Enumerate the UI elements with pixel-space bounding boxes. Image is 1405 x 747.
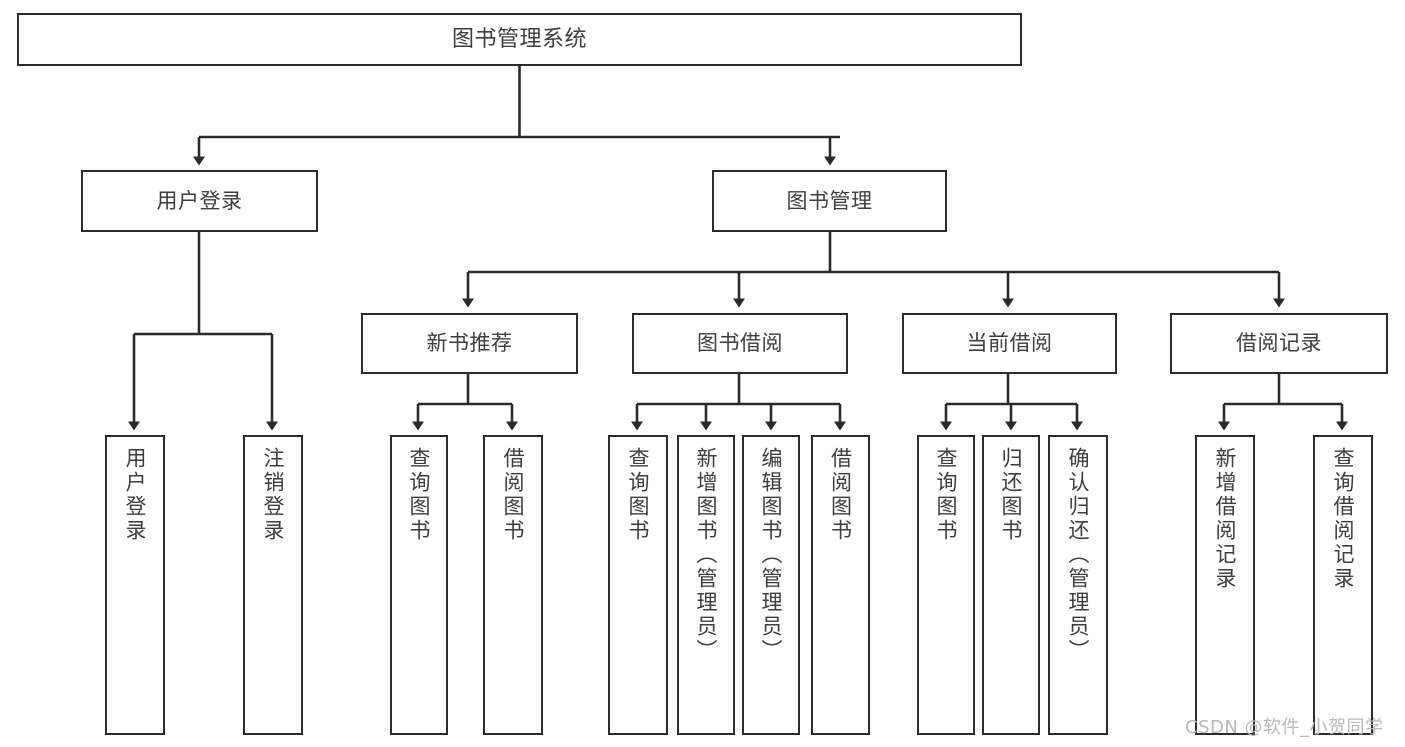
- node-label: 查询借阅记录: [1331, 447, 1356, 591]
- node-book-management[interactable]: 图书管理: [712, 170, 947, 232]
- node-label: 查询图书: [626, 447, 651, 543]
- leaf-bb-add-book-admin[interactable]: 新增图书（管理员）: [677, 435, 735, 735]
- node-label: 用户登录: [156, 188, 243, 213]
- node-label: 注销登录: [261, 447, 286, 543]
- node-label: 确认归还（管理员）: [1066, 447, 1091, 663]
- leaf-bb-edit-book-admin[interactable]: 编辑图书（管理员）: [742, 435, 800, 735]
- leaf-nb-query-book[interactable]: 查询图书: [390, 435, 448, 735]
- leaf-user-login[interactable]: 用户登录: [105, 435, 165, 735]
- node-label: 借阅图书: [501, 447, 526, 543]
- leaf-logout[interactable]: 注销登录: [243, 435, 303, 735]
- node-label: 新书推荐: [426, 331, 513, 356]
- node-borrow-record[interactable]: 借阅记录: [1170, 313, 1388, 374]
- node-label: 图书管理系统: [451, 26, 587, 52]
- node-root-system[interactable]: 图书管理系统: [17, 13, 1022, 66]
- node-label: 借阅记录: [1236, 331, 1322, 356]
- leaf-br-add-record[interactable]: 新增借阅记录: [1195, 435, 1255, 735]
- node-label: 用户登录: [123, 447, 148, 543]
- node-label: 归还图书: [999, 447, 1024, 543]
- leaf-nb-borrow-book[interactable]: 借阅图书: [483, 435, 543, 735]
- leaf-cb-return-book[interactable]: 归还图书: [982, 435, 1040, 735]
- node-label: 图书借阅: [697, 331, 783, 356]
- node-current-borrow[interactable]: 当前借阅: [902, 313, 1117, 374]
- node-label: 新增图书（管理员）: [694, 447, 719, 663]
- node-new-book-recommend[interactable]: 新书推荐: [361, 313, 578, 374]
- leaf-cb-confirm-return-admin[interactable]: 确认归还（管理员）: [1048, 435, 1108, 735]
- leaf-br-query-record[interactable]: 查询借阅记录: [1313, 435, 1373, 735]
- node-label: 图书管理: [786, 188, 873, 213]
- node-book-borrow[interactable]: 图书借阅: [632, 313, 848, 374]
- node-label: 借阅图书: [828, 447, 853, 543]
- leaf-cb-query-book[interactable]: 查询图书: [917, 435, 975, 735]
- node-label: 新增借阅记录: [1213, 447, 1238, 591]
- node-label: 查询图书: [407, 447, 432, 543]
- node-label: 当前借阅: [966, 331, 1053, 356]
- leaf-bb-query-book[interactable]: 查询图书: [608, 435, 668, 735]
- leaf-bb-borrow-book[interactable]: 借阅图书: [811, 435, 870, 735]
- node-label: 查询图书: [934, 447, 959, 543]
- node-user-login[interactable]: 用户登录: [81, 170, 318, 232]
- csdn-watermark: CSDN @软件_小贺同学: [1185, 717, 1384, 738]
- node-label: 编辑图书（管理员）: [759, 447, 784, 663]
